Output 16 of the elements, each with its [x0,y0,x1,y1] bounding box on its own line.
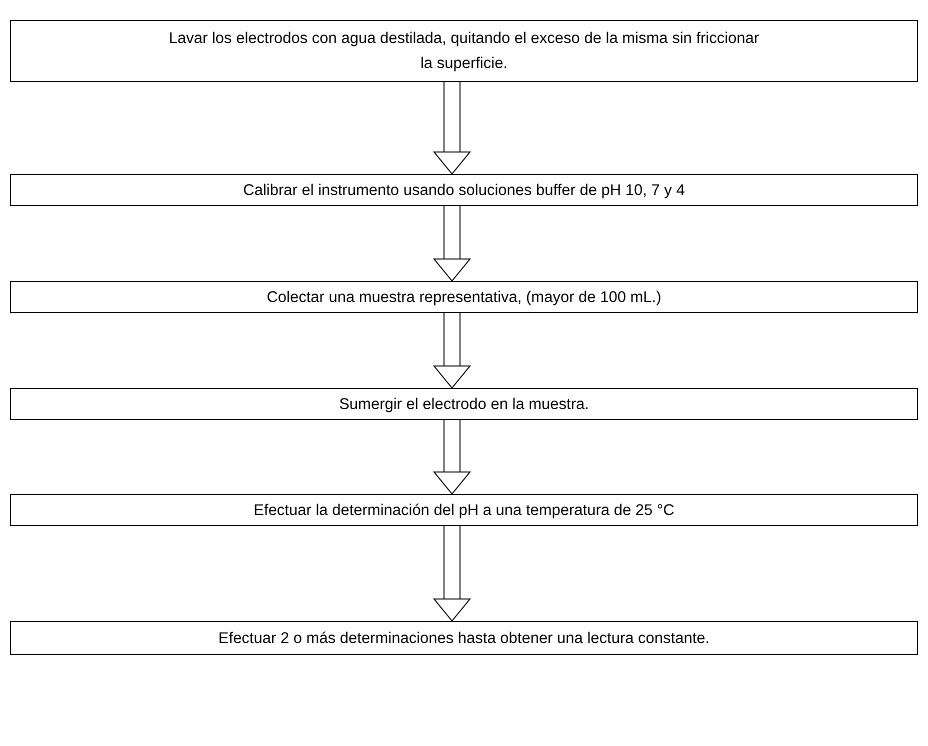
process-box [10,174,918,206]
process-box [10,281,918,313]
step-text: Efectuar la determinación del pH a una temperatura de 25 °C [254,500,674,520]
block-arrow [434,313,470,388]
process-box [10,621,918,655]
process-box [10,20,918,82]
block-arrow [434,206,470,282]
step-text: Lavar los electrodos con agua destilada, quitando el exceso de la misma sin friccionar la superficie. [168,29,760,74]
process-box [10,388,918,420]
step-text: Colectar una muestra representativa, (mayor de 100 mL.) [266,288,662,308]
block-arrow [434,420,470,494]
step-text: Sumergir el electrodo en la muestra. [339,394,589,414]
step-text: Calibrar el instrumento usando soluciones buffer de pH 10, 7 y 4 [243,180,685,200]
step-text: Efectuar 2 o más determinaciones hasta obtener una lectura constante. [218,628,710,648]
block-arrow [434,82,470,174]
process-box [10,494,918,526]
